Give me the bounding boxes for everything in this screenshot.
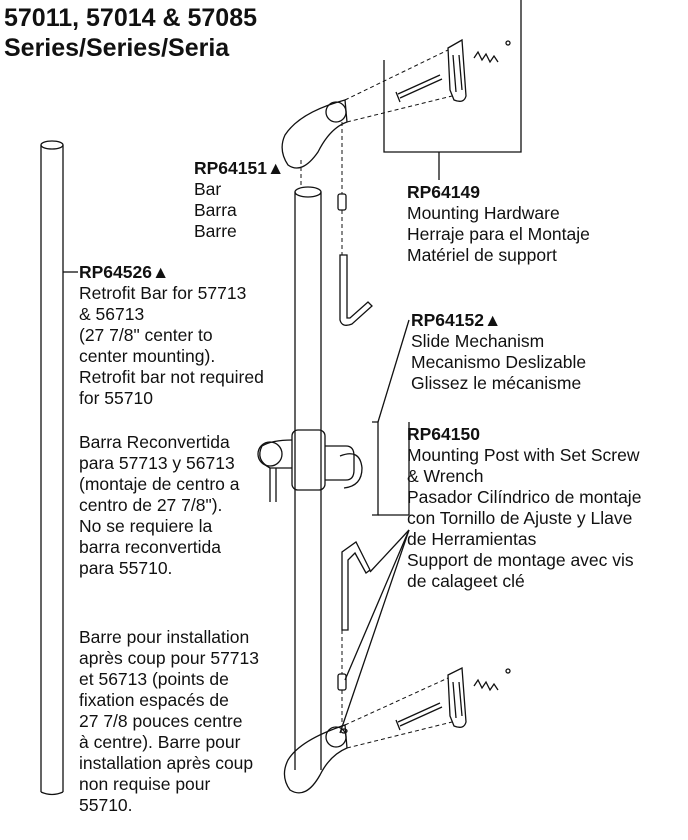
- mounting-post-desc-line: & Wrench: [407, 466, 484, 486]
- mounting-hardware-label: RP64149 Mounting Hardware Herraje para e…: [407, 182, 590, 266]
- retrofit-bar-en-line: for 55710: [79, 388, 153, 408]
- mounting-post-desc-line: de Herramientas: [407, 529, 537, 549]
- top-mounting-post-illustration: [281, 99, 348, 169]
- mounting-post-part-number: RP64150: [407, 424, 480, 444]
- set-screw-bottom: [337, 673, 347, 691]
- bar-desc-en: Bar: [194, 179, 222, 199]
- mounting-post-desc-line: Mounting Post with Set Screw: [407, 445, 640, 465]
- slide-mechanism-label: RP64152▲ Slide Mechanism Mecanismo Desli…: [411, 310, 586, 394]
- retrofit-bar-fr-line: 55710.: [79, 795, 133, 815]
- mounting-post-desc-line: con Tornillo de Ajuste y Llave: [407, 508, 633, 528]
- mounting-post-label: RP64150 Mounting Post with Set Screw & W…: [407, 424, 641, 592]
- retrofit-bar-en-line: Retrofit Bar for 57713: [79, 283, 247, 303]
- slide-bracket: [372, 421, 379, 516]
- retrofit-bar-en-line: center mounting).: [79, 346, 216, 366]
- slide-bar-illustration: [294, 186, 322, 770]
- bar-desc-fr: Barre: [194, 221, 237, 241]
- bottom-wall-hardware-illustration: [395, 666, 511, 731]
- retrofit-bar-es-line: para 55710.: [79, 558, 173, 578]
- mounting-hardware-part-number: RP64149: [407, 182, 480, 202]
- retrofit-bar-es-line: barra reconvertida: [79, 537, 222, 557]
- bar-part-number: RP64151▲: [194, 158, 285, 178]
- mounting-hardware-desc-en: Mounting Hardware: [407, 203, 560, 223]
- retrofit-bar-en-line: (27 7/8" center to: [79, 325, 213, 345]
- bottom-mounting-post-illustration: [283, 724, 348, 794]
- retrofit-bar-es-line: centro de 27 7/8").: [79, 495, 223, 515]
- retrofit-bar-fr-line: après coup pour 57713: [79, 648, 259, 668]
- retrofit-bar-label: RP64526▲ Retrofit Bar for 57713 & 56713 …: [79, 262, 264, 409]
- retrofit-bar-es-line: No se requiere la: [79, 516, 213, 536]
- bar-desc-es: Barra: [194, 200, 237, 220]
- slide-mechanism-desc-en: Slide Mechanism: [411, 331, 545, 351]
- slide-mechanism-part-number: RP64152▲: [411, 310, 502, 330]
- slide-mechanism-desc-fr: Glissez le mécanisme: [411, 373, 582, 393]
- mounting-post-desc-line: Pasador Cilíndrico de montaje: [407, 487, 642, 507]
- retrofit-bar-en-line: & 56713: [79, 304, 145, 324]
- hardware-box-top: [383, 0, 522, 153]
- retrofit-bar-fr-line: à centre). Barre pour: [79, 732, 241, 752]
- retrofit-bar-part-number: RP64526▲: [79, 262, 170, 282]
- mounting-post-desc-line: de calageet clé: [407, 571, 525, 591]
- retrofit-bar-fr-line: 27 7/8 pouces centre: [79, 711, 243, 731]
- top-wall-hardware-illustration: [395, 38, 511, 103]
- retrofit-bar-fr-line: installation après coup: [79, 753, 254, 773]
- retrofit-bar-spanish-text: Barra Reconvertida para 57713 y 56713 (m…: [79, 432, 240, 579]
- set-screw-top: [337, 193, 347, 211]
- mounting-hardware-desc-fr: Matériel de support: [407, 245, 557, 265]
- hex-wrench-lower: [341, 541, 371, 631]
- retrofit-bar-es-line: (montaje de centro a: [79, 474, 240, 494]
- slide-mechanism-desc-es: Mecanismo Deslizable: [411, 352, 587, 372]
- hex-wrench-upper: [339, 254, 373, 326]
- bar-label: RP64151▲ Bar Barra Barre: [194, 158, 284, 242]
- slide-mechanism-illustration: [257, 429, 363, 502]
- retrofit-bar-fr-line: non requise pour: [79, 774, 211, 794]
- retrofit-bar-en-line: Retrofit bar not required: [79, 367, 264, 387]
- mounting-post-leaders: [339, 529, 410, 734]
- retrofit-bar-french-text: Barre pour installation après coup pour …: [79, 627, 259, 816]
- page-title: 57011, 57014 & 57085 Series/Series/Seria: [4, 3, 257, 63]
- title-line-2: Series/Series/Seria: [4, 33, 230, 62]
- retrofit-bar-fr-line: fixation espacés de: [79, 690, 229, 710]
- retrofit-bar-es-line: Barra Reconvertida: [79, 432, 230, 452]
- retrofit-bar-fr-line: Barre pour installation: [79, 627, 250, 647]
- retrofit-bar-illustration: [40, 140, 64, 796]
- mounting-post-desc-line: Support de montage avec vis: [407, 550, 634, 570]
- mounting-hardware-desc-es: Herraje para el Montaje: [407, 224, 590, 244]
- retrofit-bar-fr-line: et 56713 (points de: [79, 669, 229, 689]
- title-line-1: 57011, 57014 & 57085: [4, 3, 258, 32]
- alignment-lines: [300, 49, 453, 749]
- slide-mechanism-leader: [377, 319, 410, 423]
- retrofit-bar-es-line: para 57713 y 56713: [79, 453, 235, 473]
